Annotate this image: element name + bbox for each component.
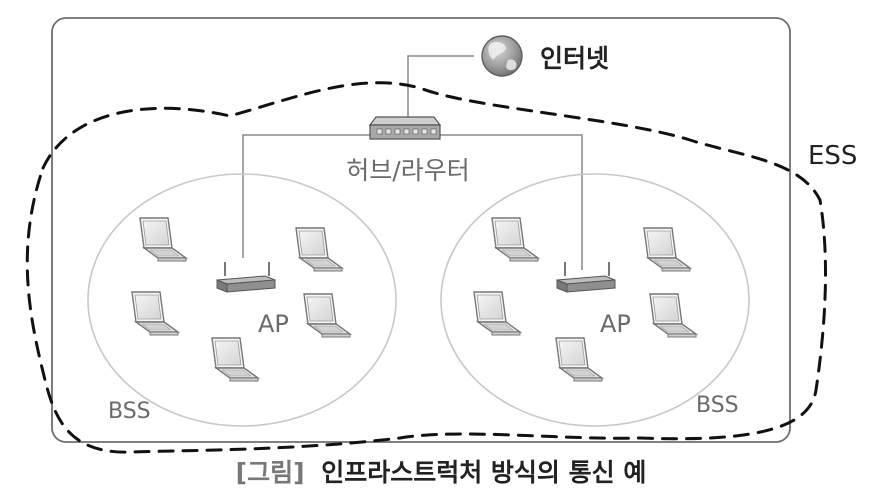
ap-label-right: AP [600,310,631,338]
laptop-icon [295,227,343,272]
diagram-frame [51,17,791,443]
network-cables [242,55,583,270]
hub-router-label: 허브/라우터 [346,156,469,185]
bss-area-left [87,173,397,427]
caption-text: 인프라스트럭처 방식의 통신 예 [321,458,646,487]
laptop-icon [649,293,697,338]
access-point-icon [556,261,616,293]
bss-left-group: AP BSS [108,217,351,424]
bss-label-right: BSS [696,393,739,418]
laptop-icon [139,217,187,262]
cable-to-right-ap [440,134,583,270]
laptop-icon [473,291,521,336]
cable-to-left-ap [242,134,375,258]
caption-bracket: [그림] [236,458,305,487]
laptop-icon [555,337,603,382]
globe-icon [481,35,523,77]
laptop-icon [131,291,179,336]
laptop-icon [643,227,691,272]
figure-caption: [그림] 인프라스트럭처 방식의 통신 예 [236,458,647,487]
bss-label-left: BSS [108,399,151,424]
network-hub-icon [368,116,442,140]
access-point-icon [216,261,276,293]
laptop-icon [211,337,259,382]
bss-right-group: AP BSS [473,217,739,418]
ap-label-left: AP [258,310,289,338]
laptop-icon [491,217,539,262]
internet-label: 인터넷 [540,44,609,73]
internet-uplink [407,55,474,118]
ess-label: ESS [808,141,857,171]
ess-boundary [25,81,827,454]
laptop-icon [303,293,351,338]
bss-area-right [440,173,750,427]
